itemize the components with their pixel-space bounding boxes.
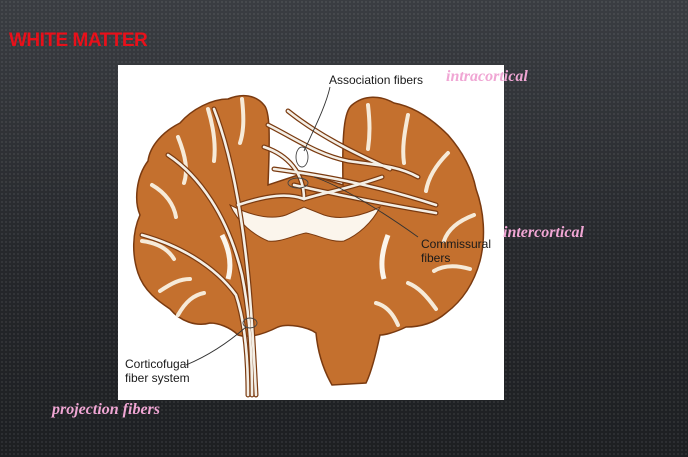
projection-fibers-annotation: projection fibers: [52, 401, 160, 418]
leader-lines: [185, 86, 419, 366]
association-fibers-label: Association fibers: [329, 73, 424, 87]
brain-diagram-panel: Association fibers Commissural fibers Co…: [118, 65, 504, 400]
slide-title: WHITE MATTER: [9, 30, 148, 51]
ventricle-area: [228, 203, 382, 242]
sulci-lines: [140, 97, 476, 327]
corticofugal-label-line1: Corticofugal: [125, 357, 190, 371]
brain-section-illustration: [133, 86, 485, 398]
commissural-fibers-label-line1: Commissural: [421, 237, 492, 251]
corticofugal-label-line2: fiber system: [125, 371, 190, 385]
intercortical-annotation: intercortical: [503, 224, 584, 241]
intracortical-annotation: intracortical: [446, 68, 528, 85]
fiber-tracts: [139, 106, 439, 398]
commissural-fibers-label-line2: fibers: [421, 251, 451, 265]
